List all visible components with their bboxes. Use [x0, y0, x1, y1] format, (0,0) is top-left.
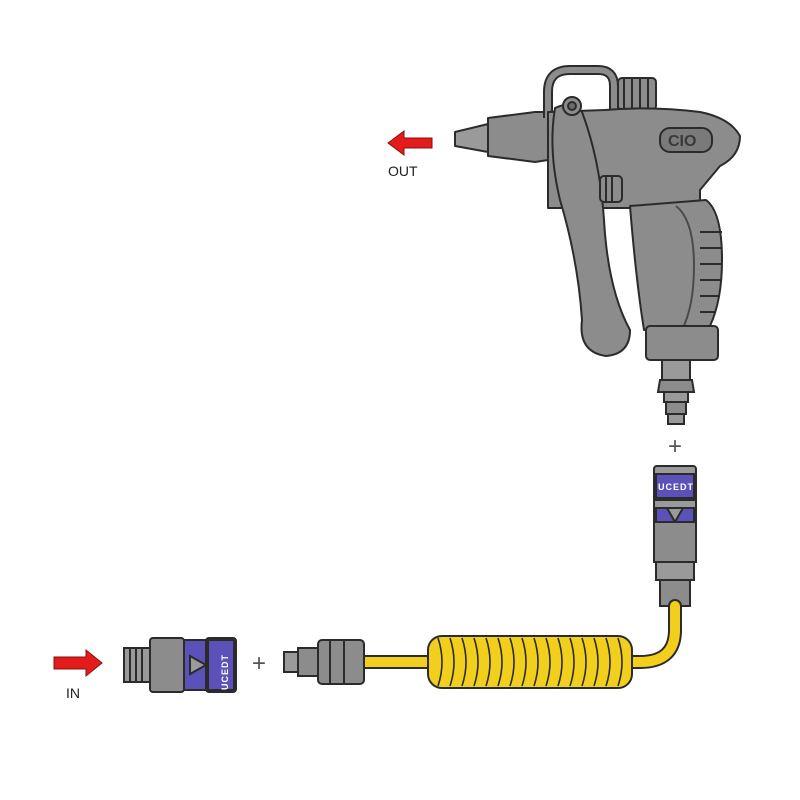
coil-ridge [545, 637, 551, 687]
coil-ridge [509, 637, 515, 687]
coil-ridge [449, 637, 455, 687]
coil-ridge [581, 637, 587, 687]
coil-ridge [473, 637, 479, 687]
coil-ridge [593, 637, 599, 687]
svg-text:CIO: CIO [668, 133, 696, 150]
coupler-bottom-brand: UCEDT [220, 654, 230, 690]
coil-ridge [437, 637, 443, 687]
quick-coupler-icon-bottom [123, 637, 237, 693]
coil-ridge [497, 637, 503, 687]
coil-ridge [605, 637, 611, 687]
out-arrow-icon [387, 130, 433, 156]
coil-ridge [461, 637, 467, 687]
coiled-hose-icon [353, 599, 682, 689]
in-label: IN [66, 685, 80, 701]
coil-ridge [617, 637, 623, 687]
coil-ridge [557, 637, 563, 687]
coil-ridge [569, 637, 575, 687]
quick-plug-icon-top [656, 359, 696, 425]
coupler-top-brand: UCEDT [658, 482, 694, 492]
plus-top-label: + [668, 433, 682, 460]
coil-ridge [521, 637, 527, 687]
plus-bottom-label: + [252, 650, 266, 677]
air-gun-icon: CIO [454, 65, 741, 361]
coil-ridge [485, 637, 491, 687]
quick-coupler-icon-top [653, 465, 697, 607]
in-arrow-icon [53, 648, 103, 678]
coil-ridge [533, 637, 539, 687]
quick-plug-icon-bottom [283, 639, 365, 685]
out-label: OUT [388, 163, 418, 179]
